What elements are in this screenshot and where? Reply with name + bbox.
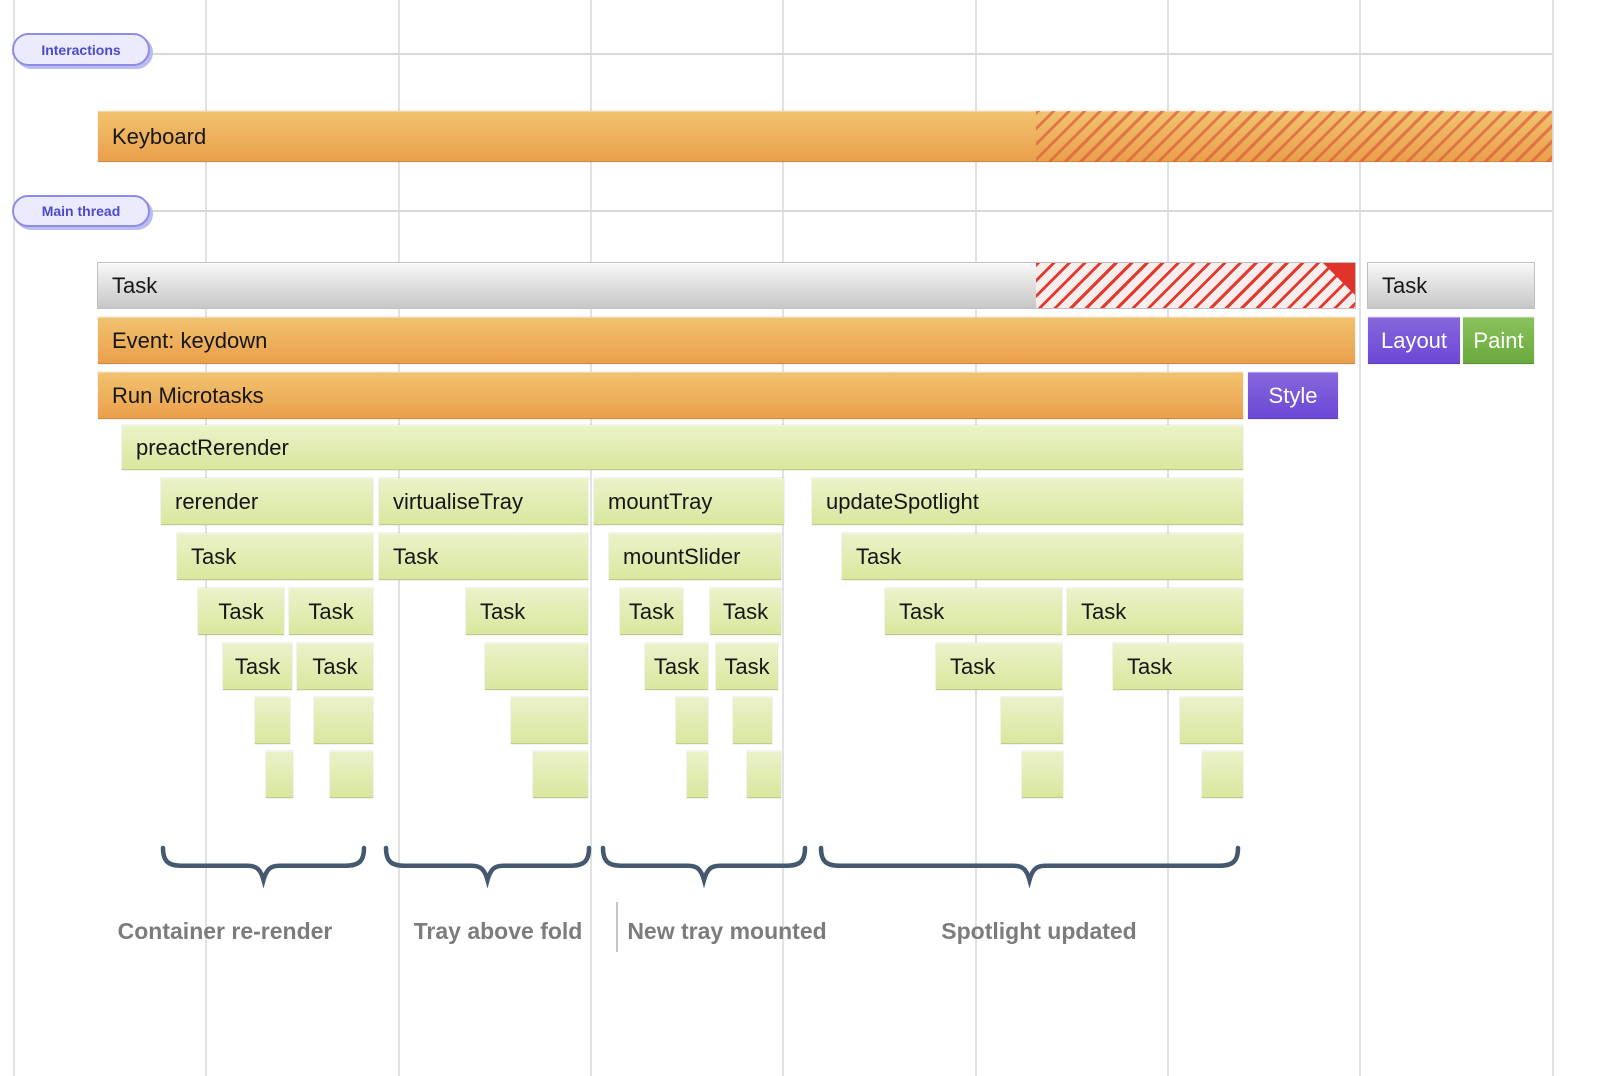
task-bar[interactable]: Task <box>297 643 373 690</box>
task-bar[interactable] <box>687 751 708 798</box>
mount-slider-bar[interactable]: mountSlider <box>609 533 781 580</box>
task-label: Task <box>628 598 675 624</box>
pending-hatch-orange <box>1036 111 1552 162</box>
grid-line-vertical <box>782 0 784 1076</box>
task-label: Task <box>191 543 237 569</box>
task-bar[interactable]: Task <box>710 588 781 635</box>
track-label-interactions-text: Interactions <box>41 41 121 58</box>
rerender-bar[interactable]: rerender <box>161 478 373 525</box>
annotation-brace <box>818 845 1241 889</box>
annotation-brace <box>600 845 808 889</box>
track-label-main-thread[interactable]: Main thread <box>12 195 150 227</box>
rerender-label: rerender <box>175 488 259 514</box>
grid-line-vertical <box>1359 0 1361 1076</box>
task-bar[interactable]: Task <box>885 588 1062 635</box>
main-task-short-label: Task <box>1382 272 1428 298</box>
task-label: Task <box>234 653 281 679</box>
track-baseline <box>12 210 1552 212</box>
task-bar[interactable] <box>314 697 373 744</box>
annotation-label: Tray above fold <box>413 918 583 944</box>
task-label: Task <box>856 543 902 569</box>
task-bar[interactable]: Task <box>936 643 1062 690</box>
task-label: Task <box>724 653 770 679</box>
mount-slider-label: mountSlider <box>623 543 741 569</box>
update-spotlight-bar[interactable]: updateSpotlight <box>812 478 1243 525</box>
task-bar[interactable]: Task <box>198 588 284 635</box>
preact-rerender-label: preactRerender <box>136 434 289 460</box>
paint-bar[interactable]: Paint <box>1463 317 1534 364</box>
task-bar[interactable]: Task <box>379 533 588 580</box>
main-task-short-bar[interactable]: Task <box>1368 263 1534 308</box>
task-label: Task <box>308 598 354 624</box>
main-task-long-label: Task <box>112 272 158 298</box>
task-bar[interactable] <box>733 697 772 744</box>
task-bar[interactable] <box>1202 751 1243 798</box>
task-bar[interactable] <box>266 751 293 798</box>
task-bar[interactable]: Task <box>289 588 373 635</box>
annotation-brace <box>383 845 592 889</box>
task-label: Task <box>480 598 526 624</box>
red-corner-flag-icon <box>1323 263 1355 295</box>
task-bar[interactable] <box>1180 697 1243 744</box>
task-label: Task <box>899 598 945 624</box>
layout-label: Layout <box>1380 327 1448 353</box>
run-microtasks-label: Run Microtasks <box>112 382 264 408</box>
task-label: Task <box>218 598 264 624</box>
task-bar[interactable]: Task <box>223 643 292 690</box>
mount-tray-bar[interactable]: mountTray <box>594 478 784 525</box>
style-bar[interactable]: Style <box>1248 372 1338 419</box>
task-label: Task <box>312 653 358 679</box>
task-bar[interactable] <box>485 643 588 690</box>
track-baseline <box>12 53 1552 55</box>
run-microtasks-bar[interactable]: Run Microtasks <box>98 372 1243 419</box>
task-bar[interactable] <box>533 751 588 798</box>
preact-rerender-bar[interactable]: preactRerender <box>122 425 1243 470</box>
grid-line-vertical <box>590 0 592 1076</box>
task-bar[interactable] <box>676 697 708 744</box>
event-keydown-label: Event: keydown <box>112 327 268 353</box>
task-label: Task <box>393 543 439 569</box>
task-bar[interactable]: Task <box>716 643 778 690</box>
annotation-label: Spotlight updated <box>941 918 1137 944</box>
task-label: Task <box>950 653 996 679</box>
task-bar[interactable]: Task <box>1113 643 1243 690</box>
grid-line-vertical <box>13 0 15 1076</box>
task-bar[interactable]: Task <box>645 643 708 690</box>
track-label-interactions[interactable]: Interactions <box>12 33 150 66</box>
annotation-label: Container re-render <box>117 918 333 944</box>
layout-bar[interactable]: Layout <box>1368 317 1460 364</box>
task-label: Task <box>1081 598 1127 624</box>
task-bar[interactable]: Task <box>620 588 683 635</box>
paint-label: Paint <box>1473 327 1524 353</box>
task-bar[interactable] <box>1022 751 1063 798</box>
annotation-label: New tray mounted <box>627 918 827 944</box>
task-bar[interactable]: Task <box>1067 588 1243 635</box>
interaction-keyboard-bar[interactable]: Keyboard <box>98 111 1552 162</box>
main-task-long-bar[interactable]: Task <box>98 263 1355 308</box>
event-keydown-bar[interactable]: Event: keydown <box>98 317 1355 364</box>
interaction-keyboard-label: Keyboard <box>112 123 207 149</box>
update-spotlight-label: updateSpotlight <box>826 488 979 514</box>
track-label-main-thread-text: Main thread <box>41 203 121 219</box>
task-bar[interactable] <box>330 751 373 798</box>
cursor-tick <box>616 902 618 952</box>
task-bar[interactable]: Task <box>842 533 1243 580</box>
mount-tray-label: mountTray <box>608 488 713 514</box>
annotation-brace <box>160 845 367 889</box>
style-label: Style <box>1268 382 1318 408</box>
virtualise-tray-bar[interactable]: virtualiseTray <box>379 478 588 525</box>
task-bar[interactable]: Task <box>466 588 588 635</box>
task-bar[interactable]: Task <box>177 533 373 580</box>
task-bar[interactable] <box>1001 697 1063 744</box>
virtualise-tray-label: virtualiseTray <box>393 488 523 514</box>
task-label: Task <box>653 653 700 679</box>
task-bar[interactable] <box>511 697 588 744</box>
task-label: Task <box>722 598 769 624</box>
task-bar[interactable] <box>255 697 290 744</box>
grid-line-vertical <box>1552 0 1554 1076</box>
task-label: Task <box>1127 653 1173 679</box>
task-bar[interactable] <box>747 751 781 798</box>
overrun-hatch-red <box>1036 263 1355 308</box>
